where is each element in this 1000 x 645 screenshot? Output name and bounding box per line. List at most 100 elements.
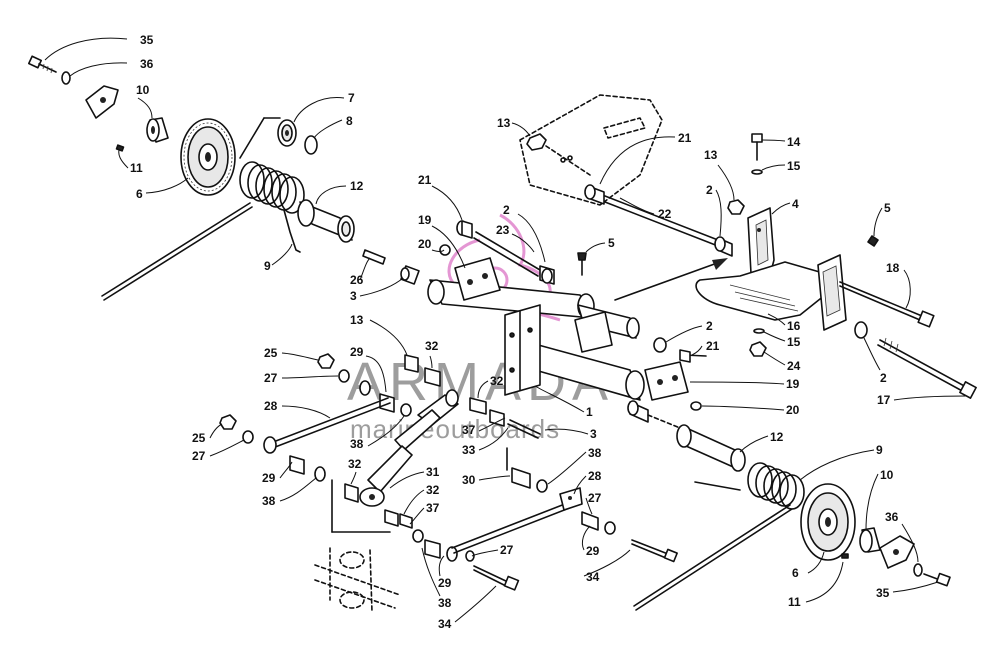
- callout-number: 29: [438, 576, 452, 590]
- callout-number: 33: [462, 443, 476, 457]
- callout-leader: [350, 471, 357, 485]
- link-hardware-upper-left: [317, 353, 441, 417]
- watermark-tagline: marineoutboards: [350, 414, 560, 444]
- callout-c13a: 13: [497, 116, 531, 137]
- callout-leader: [477, 380, 489, 399]
- callout-number: 21: [706, 339, 720, 353]
- callout-number: 25: [264, 346, 278, 360]
- callout-c35b: 35: [876, 581, 939, 600]
- callout-leader: [209, 423, 223, 439]
- spacer-10-left: [146, 117, 169, 143]
- callout-number: 2: [706, 183, 713, 197]
- callout-c38c: 38: [262, 477, 317, 508]
- callout-leader: [715, 189, 722, 237]
- idler-wheel-6-left: [180, 118, 236, 196]
- callout-c27b: 27: [192, 439, 245, 463]
- callout-c36b: 36: [885, 510, 919, 563]
- callout-c2c: 2: [863, 337, 887, 385]
- callout-c15b: 15: [763, 331, 801, 349]
- bolt-35-right: [923, 572, 951, 587]
- callout-leader: [763, 331, 786, 342]
- callout-c23: 23: [496, 223, 535, 253]
- bracket-19-left: [454, 257, 501, 301]
- callout-c29c: 29: [581, 525, 600, 558]
- callout-leader: [359, 257, 371, 281]
- callout-leader: [69, 62, 128, 77]
- washer-36-right: [913, 563, 923, 577]
- callout-number: 27: [264, 371, 278, 385]
- callout-c29b: 29: [262, 461, 293, 485]
- torsion-spring-9-left: [101, 161, 305, 301]
- callout-leader: [701, 405, 785, 411]
- callout-leader: [763, 351, 786, 366]
- callout-number: 36: [885, 510, 899, 524]
- callout-leader: [281, 405, 331, 419]
- callout-c1: 1: [534, 385, 593, 419]
- callout-c21a: 21: [418, 173, 463, 221]
- callout-c13b: 13: [704, 148, 735, 201]
- callout-leader: [691, 345, 703, 356]
- callout-number: 1: [586, 405, 593, 419]
- callout-number: 13: [350, 313, 364, 327]
- callout-leader: [313, 119, 343, 139]
- callout-number: 31: [426, 465, 440, 479]
- callout-c27a: 27: [264, 371, 339, 385]
- callout-number: 2: [503, 203, 510, 217]
- callout-leader: [865, 473, 879, 531]
- callout-c2d: 2: [665, 319, 713, 343]
- callout-number: 8: [346, 114, 353, 128]
- callout-number: 9: [876, 443, 883, 457]
- link-hardware-lower-left: [219, 414, 391, 533]
- callout-number: 20: [418, 237, 432, 251]
- callout-number: 29: [350, 345, 364, 359]
- callout-leader: [901, 523, 919, 563]
- callout-number: 18: [886, 261, 900, 275]
- callout-number: 11: [788, 595, 801, 609]
- callout-leader: [431, 249, 445, 252]
- callout-leader: [478, 417, 506, 432]
- assembly-arrow: [614, 258, 728, 301]
- callout-leader: [403, 489, 425, 515]
- center-frame: [427, 257, 689, 401]
- callout-c7: 7: [293, 91, 355, 123]
- callout-c13c: 13: [350, 313, 408, 356]
- callout-leader: [438, 555, 445, 577]
- callout-number: 15: [787, 335, 801, 349]
- callout-number: 12: [770, 430, 784, 444]
- callout-number: 13: [704, 148, 718, 162]
- callout-c32b: 32: [477, 374, 504, 399]
- callout-number: 27: [192, 449, 206, 463]
- callout-c32c: 32: [348, 457, 362, 485]
- callout-leader: [281, 375, 339, 379]
- callout-number: 7: [348, 91, 355, 105]
- callout-number: 17: [877, 393, 891, 407]
- callout-c6b: 6: [792, 551, 825, 580]
- callout-c25a: 25: [264, 346, 319, 361]
- callout-c11a: 11: [118, 149, 143, 175]
- callout-leader: [581, 525, 591, 551]
- callout-c32d: 32: [403, 483, 440, 515]
- callout-c38b: 38: [547, 446, 602, 485]
- callout-c20b: 20: [701, 403, 800, 417]
- callout-leader: [573, 475, 587, 495]
- callout-number: 36: [140, 57, 154, 71]
- callout-number: 19: [418, 213, 432, 227]
- callout-leader: [534, 385, 585, 413]
- callout-leader: [544, 428, 589, 435]
- callout-number: 3: [590, 427, 597, 441]
- callout-number: 6: [136, 187, 143, 201]
- callout-c12a: 12: [315, 179, 364, 205]
- callout-leader: [583, 549, 631, 577]
- callout-leader: [471, 549, 499, 557]
- callout-c27d: 27: [471, 543, 514, 557]
- callout-number: 32: [490, 374, 504, 388]
- callout-leader: [209, 439, 245, 457]
- bushing-12-right: [627, 400, 746, 472]
- callout-number: 35: [876, 586, 890, 600]
- callout-leader: [599, 136, 676, 185]
- callout-c37a: 37: [462, 417, 506, 437]
- callout-leader: [315, 185, 347, 205]
- callout-number: 12: [350, 179, 364, 193]
- callout-c30: 30: [462, 473, 511, 487]
- callout-leader: [807, 551, 825, 574]
